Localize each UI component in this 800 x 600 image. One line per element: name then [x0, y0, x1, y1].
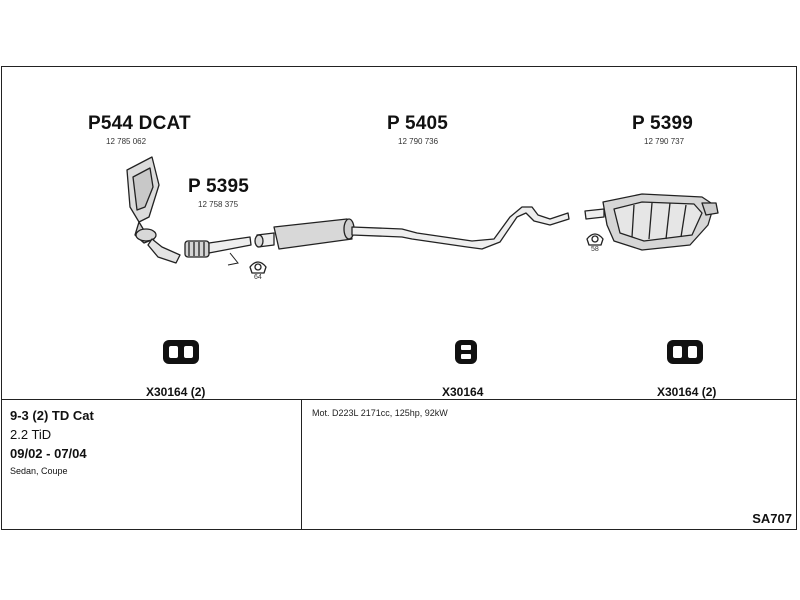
catalyst-part: [126, 156, 181, 264]
hanger-left-label: X30164 (2): [146, 385, 206, 399]
vehicle-body-type: Sedan, Coupe: [10, 466, 68, 476]
rear-silencer-part: [584, 193, 719, 251]
info-row: 9-3 (2) TD Cat 2.2 TiD 09/02 - 07/04 Sed…: [2, 399, 796, 530]
hanger-center-label: X30164: [442, 385, 484, 399]
direction-mark: [227, 252, 239, 266]
middle-number: 12 790 736: [398, 137, 439, 146]
rear-code: P 5399: [632, 113, 694, 134]
hanger-center-icon: [455, 340, 477, 364]
hanger-icons: [163, 340, 703, 364]
vehicle-engine: 2.2 TiD: [10, 427, 52, 442]
engine-panel: Mot. D223L 2171cc, 125hp, 92kW SA707: [302, 400, 796, 530]
vehicle-panel: 9-3 (2) TD Cat 2.2 TiD 09/02 - 07/04 Sed…: [2, 400, 302, 530]
hanger-right-label: X30164 (2): [657, 385, 717, 399]
diagram-code: SA707: [752, 511, 792, 526]
front-pipe-code: P 5395: [188, 176, 250, 197]
clamp-rear-number: 58: [591, 246, 599, 253]
catalyst-code: P544 DCAT: [88, 113, 191, 134]
middle-code: P 5405: [387, 113, 449, 134]
middle-section-part: [254, 206, 570, 250]
clamp-front-icon: [249, 261, 267, 274]
clamp-front-number: 64: [254, 274, 262, 281]
flex-pipe-part: [184, 236, 252, 258]
diagram-area: P544 DCAT 12 785 062 P 5395 12 758 375 P…: [2, 67, 796, 399]
hanger-left-icon: [163, 340, 199, 364]
hanger-right-icon: [667, 340, 703, 364]
exhaust-system-drawing: [126, 156, 719, 364]
rear-number: 12 790 737: [644, 137, 685, 146]
engine-spec: Mot. D223L 2171cc, 125hp, 92kW: [312, 408, 448, 418]
clamp-rear-icon: [586, 233, 604, 246]
catalyst-number: 12 785 062: [106, 137, 147, 146]
vehicle-model: 9-3 (2) TD Cat: [10, 408, 94, 423]
exhaust-diagram-frame: P544 DCAT 12 785 062 P 5395 12 758 375 P…: [1, 66, 797, 530]
front-pipe-number: 12 758 375: [198, 200, 239, 209]
vehicle-years: 09/02 - 07/04: [10, 446, 87, 461]
